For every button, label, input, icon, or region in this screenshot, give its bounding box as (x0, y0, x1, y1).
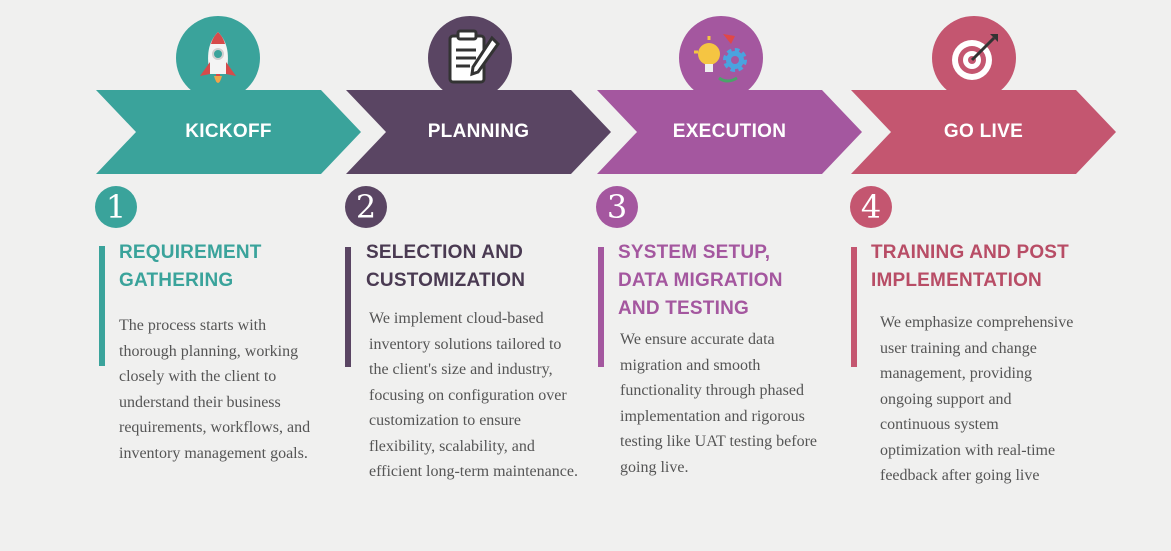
kickoff-icon-circle (176, 16, 260, 100)
golive-heading: TRAINING AND POST IMPLEMENTATION (871, 242, 1069, 291)
lightbulb-gears-icon (694, 34, 747, 83)
target-arrow-icon (952, 34, 998, 80)
golive-accent-bar (851, 247, 857, 367)
planning-icon-circle (428, 16, 512, 100)
step-number-1: 1 (95, 186, 137, 228)
execution-heading: SYSTEM SETUP, DATA MIGRATION AND TESTING (618, 242, 783, 319)
planning-description: We implement cloud-based inventory solut… (369, 310, 578, 480)
execution-description: We ensure accurate data migration and sm… (620, 331, 817, 476)
step-number-2: 2 (345, 186, 387, 228)
kickoff-description: The process starts with thorough plannin… (119, 317, 311, 462)
execution-label: EXECUTION (672, 121, 787, 142)
execution-accent-bar (598, 247, 604, 367)
planning-chevron: PLANNING (346, 90, 611, 174)
rocket-icon (200, 32, 236, 83)
kickoff-label: KICKOFF (185, 121, 272, 142)
kickoff-chevron: KICKOFF (96, 90, 361, 174)
step-number-4: 4 (850, 186, 892, 228)
golive-icon-circle (932, 16, 1016, 100)
execution-icon-circle (679, 16, 763, 100)
golive-label: GO LIVE (943, 121, 1024, 142)
golive-description: We emphasize comprehensive user training… (880, 314, 1074, 484)
step-number-3: 3 (596, 186, 638, 228)
kickoff-heading: REQUIREMENT GATHERING (119, 242, 262, 291)
planning-label: PLANNING (427, 121, 530, 142)
execution-chevron: EXECUTION (597, 90, 862, 174)
planning-accent-bar (345, 247, 351, 367)
clipboard-pencil-icon (448, 29, 500, 84)
kickoff-accent-bar (99, 246, 105, 366)
golive-chevron: GO LIVE (851, 90, 1116, 174)
planning-heading: SELECTION AND CUSTOMIZATION (366, 242, 526, 291)
